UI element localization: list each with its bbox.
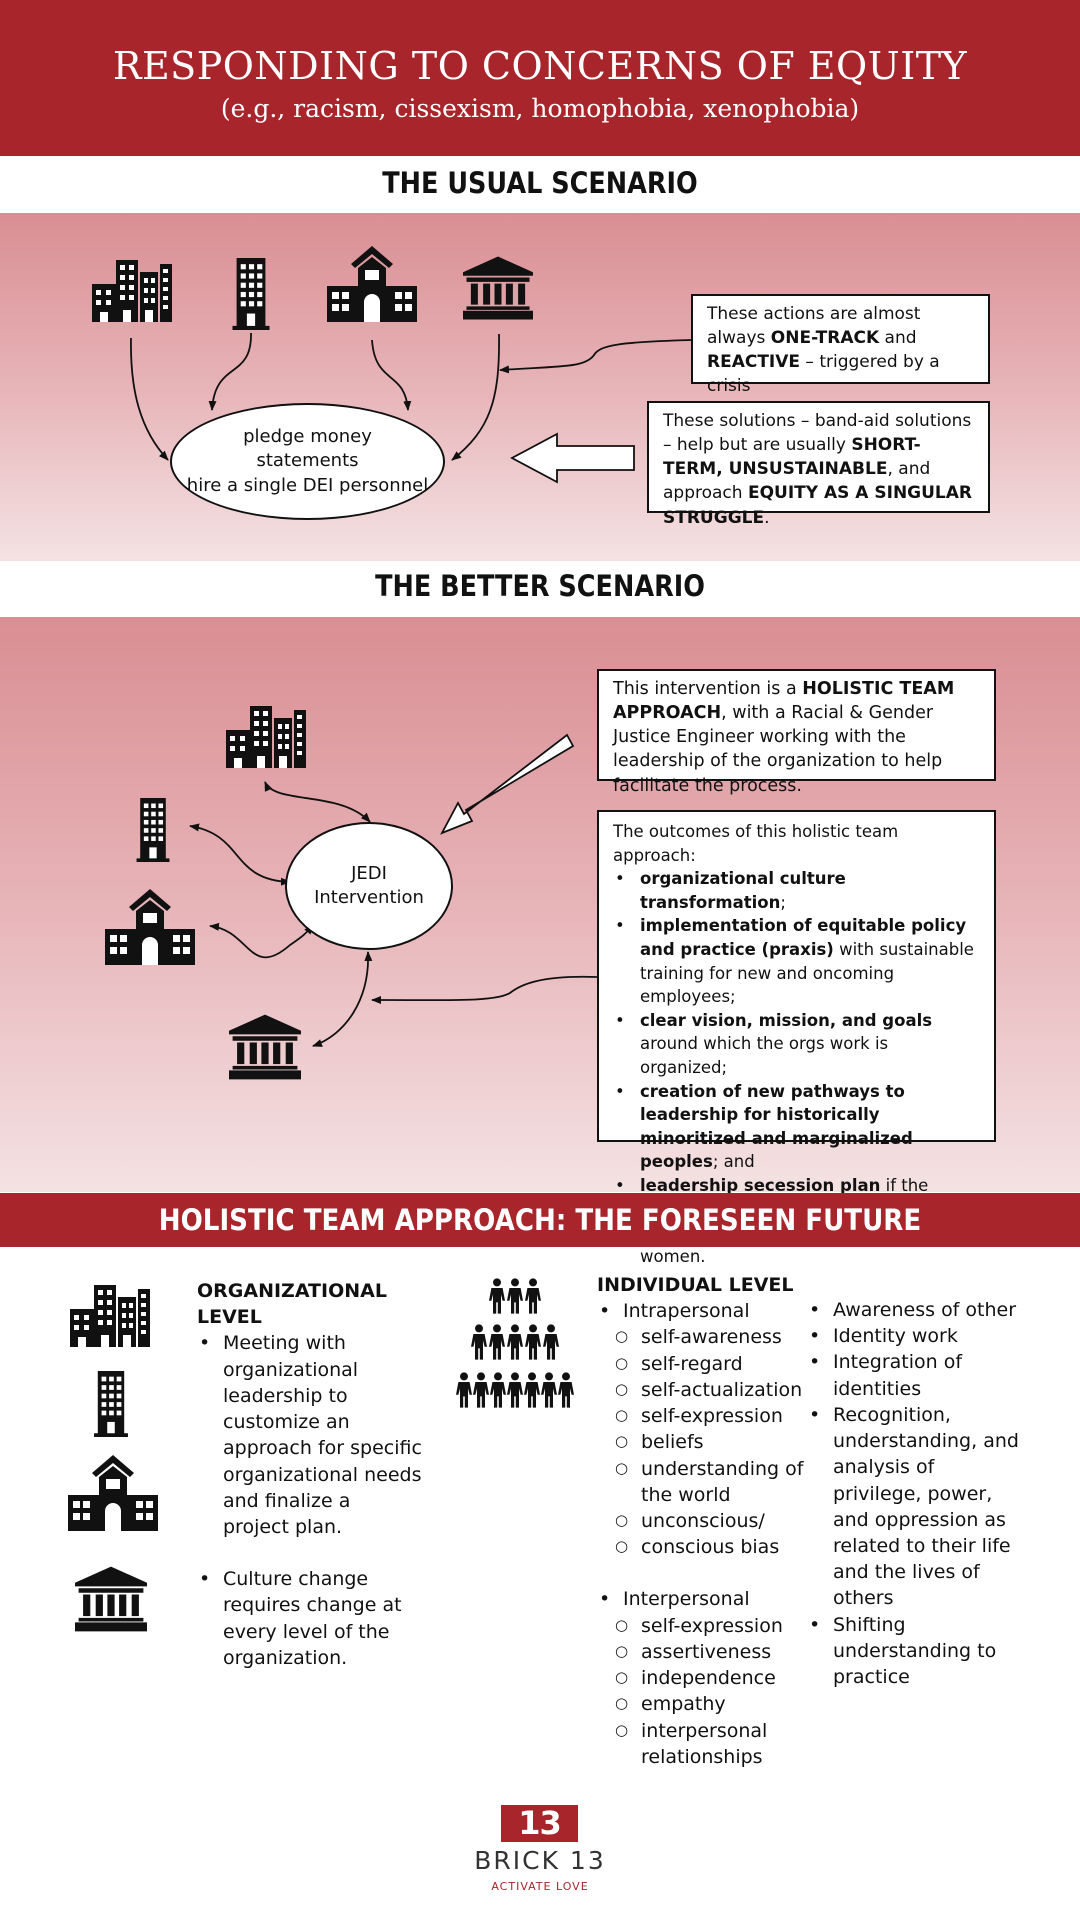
individual-right-item: Identity work <box>807 1323 1027 1349</box>
intra-item: self-regard <box>615 1351 807 1377</box>
better-scenario-title: THE BETTER SCENARIO <box>375 569 705 603</box>
holistic-team-approach-box: This intervention is a HOLISTIC TEAM APP… <box>597 669 996 796</box>
outcome-item: creation of new pathways to leadership f… <box>613 1080 980 1174</box>
office-tower-icon <box>90 1371 132 1437</box>
inter-item: empathy <box>615 1691 807 1717</box>
individual-level-column: INDIVIDUAL LEVEL Intrapersonal self-awar… <box>597 1272 807 1770</box>
outcomes-intro: The outcomes of this holistic team appro… <box>613 822 899 865</box>
office-buildings-icon <box>70 1283 150 1347</box>
intra-item: beliefs <box>615 1429 807 1455</box>
ellipse-line: Intervention <box>314 887 424 908</box>
ellipse-line: pledge money <box>243 426 372 448</box>
intra-item: self-awareness <box>615 1324 807 1350</box>
intrapersonal-list: self-awareness self-regard self-actualiz… <box>615 1324 807 1560</box>
intra-item: understanding of the world <box>615 1456 807 1508</box>
people-group-icon <box>456 1278 574 1408</box>
organizational-level-list: Meeting with organizational leadership t… <box>197 1330 422 1671</box>
school-icon <box>68 1455 158 1531</box>
outcome-item: clear vision, mission, and goals around … <box>613 1009 980 1080</box>
org-item: Meeting with organizational leadership t… <box>197 1330 422 1540</box>
usual-scenario-title: THE USUAL SCENARIO <box>382 166 698 200</box>
band-aid-solutions-box: These solutions – band-aid solutions – h… <box>647 401 990 528</box>
individual-right-item: Shifting understanding to practice <box>807 1612 1027 1691</box>
header-banner <box>0 0 1080 156</box>
inter-item: assertiveness <box>615 1639 807 1665</box>
inter-item: self-expression <box>615 1613 807 1639</box>
intra-item: self-expression <box>615 1403 807 1429</box>
organizational-level-column: ORGANIZATIONAL LEVEL Meeting with organi… <box>197 1278 422 1671</box>
intra-item: conscious bias <box>615 1534 807 1560</box>
interpersonal-list: self-expression assertiveness independen… <box>615 1613 807 1770</box>
individual-right-item: Recognition, understanding, and analysis… <box>807 1402 1027 1612</box>
government-building-icon <box>75 1565 147 1633</box>
page-subtitle: (e.g., racism, cissexism, homophobia, xe… <box>220 94 860 123</box>
inter-item: interpersonal relationships <box>615 1718 807 1770</box>
outcome-item: implementation of equitable policy and p… <box>613 914 980 1008</box>
individual-level-list: Intrapersonal self-awareness self-regard… <box>597 1298 807 1770</box>
individual-level-right-column: Awareness of other Identity work Integra… <box>807 1297 1027 1690</box>
individual-right-list: Awareness of other Identity work Integra… <box>807 1297 1027 1690</box>
inter-item: independence <box>615 1665 807 1691</box>
ellipse-line: JEDI <box>351 862 387 884</box>
one-track-reactive-box: These actions are almost always ONE-TRAC… <box>691 294 990 396</box>
intra-item: unconscious/ <box>615 1508 807 1534</box>
brick13-logo-mark: 13 <box>501 1805 578 1842</box>
usual-actions-ellipse: pledge money statements hire a single DE… <box>170 403 445 520</box>
organizational-level-heading: ORGANIZATIONAL LEVEL <box>197 1280 387 1329</box>
brick13-logo-tagline: ACTIVATE LOVE <box>491 1880 589 1893</box>
brick13-logo-name: BRICK 13 <box>474 1846 606 1875</box>
intrapersonal-item: Intrapersonal self-awareness self-regard… <box>597 1298 807 1560</box>
ellipse-line: hire a single DEI personnel <box>186 474 429 496</box>
individual-right-item: Awareness of other <box>807 1297 1027 1323</box>
outcomes-box: The outcomes of this holistic team appro… <box>597 810 996 1266</box>
ellipse-line: statements <box>256 450 359 472</box>
foreseen-future-banner <box>0 1193 1080 1247</box>
individual-level-heading: INDIVIDUAL LEVEL <box>597 1274 794 1296</box>
interpersonal-item: Interpersonal self-expression assertiven… <box>597 1586 807 1770</box>
jedi-intervention-ellipse: JEDI Intervention <box>285 822 453 950</box>
foreseen-future-title: HOLISTIC TEAM APPROACH: THE FORESEEN FUT… <box>158 1203 922 1237</box>
page-title: RESPONDING TO CONCERNS OF EQUITY <box>112 44 968 88</box>
org-item: Culture change requires change at every … <box>197 1566 422 1671</box>
outcome-item: organizational culture transformation; <box>613 867 980 914</box>
intra-item: self-actualization <box>615 1377 807 1403</box>
individual-right-item: Integration of identities <box>807 1349 1027 1401</box>
